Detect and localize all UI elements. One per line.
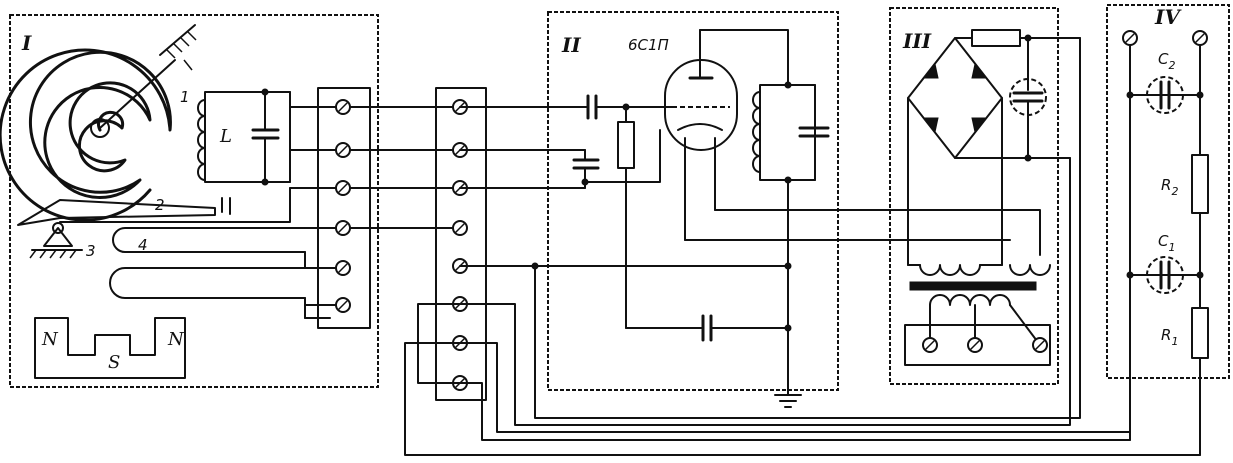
block-i-label: I [21,31,32,55]
block-ii-frame [547,11,839,391]
terminal [335,220,351,236]
c1-label: C1 [1158,232,1175,254]
block-ii: II 6С1П [459,11,839,408]
heater-wires [684,209,1041,256]
block-ii-label: II [561,33,581,57]
plate-tank [752,81,830,184]
terminal [335,180,351,196]
r1-label: R1 [1161,326,1178,348]
block-iv: IV C2 R2 C1 [1106,4,1230,456]
terminal [967,337,983,353]
terminal [922,337,938,353]
terminal [1192,30,1208,46]
filter-capacitor [1009,37,1047,159]
lc-tank [197,88,291,186]
magnet [34,317,186,379]
terminals-i [335,99,351,313]
spiral-coil [0,48,176,222]
ground-symbol [774,394,802,408]
block-iv-label: IV [1154,5,1182,29]
r2-label: R2 [1161,176,1178,198]
block-iii-frame [889,7,1059,385]
return-wires [404,37,1201,456]
lever-arm [17,197,231,226]
magnet-s: S [108,352,120,373]
magnet-n-left: N [41,329,59,350]
terminal-strip-middle [435,87,487,401]
ground-hatch-top [159,24,197,71]
block-i-frame [9,14,379,388]
tube-6s1p [664,29,789,241]
block-iii: III [889,7,1081,385]
pickup-coil [109,227,331,319]
resistor-r1 [1191,307,1209,456]
capacitor-c1 [1126,256,1204,294]
block-iv-frame [1106,4,1230,379]
block-i: I 1 2 [0,14,379,388]
inductor-label: L [219,126,232,147]
terminal-strip-i [317,87,371,329]
wires-i-to-middle [59,91,461,306]
block-iii-label: III [902,29,932,53]
terminal [1032,337,1048,353]
terminal [335,297,351,313]
terminal [335,142,351,158]
terminal [335,99,351,115]
label-4: 4 [138,236,148,254]
magnet-n-right: N [167,329,185,350]
pivot-support [29,222,83,259]
bridge-rectifier [907,29,1081,162]
terminals-middle [452,99,468,391]
resistor-r2 [1191,154,1209,309]
tube-label: 6С1П [628,36,669,54]
label-1: 1 [180,88,190,106]
terminal [452,220,468,236]
mains-terminals [922,337,1048,353]
label-3: 3 [86,242,96,260]
transformer [904,97,1051,366]
c2-label: C2 [1158,50,1175,72]
capacitor-c2 [1126,76,1204,114]
terminal [335,260,351,276]
terminal [1122,30,1138,46]
